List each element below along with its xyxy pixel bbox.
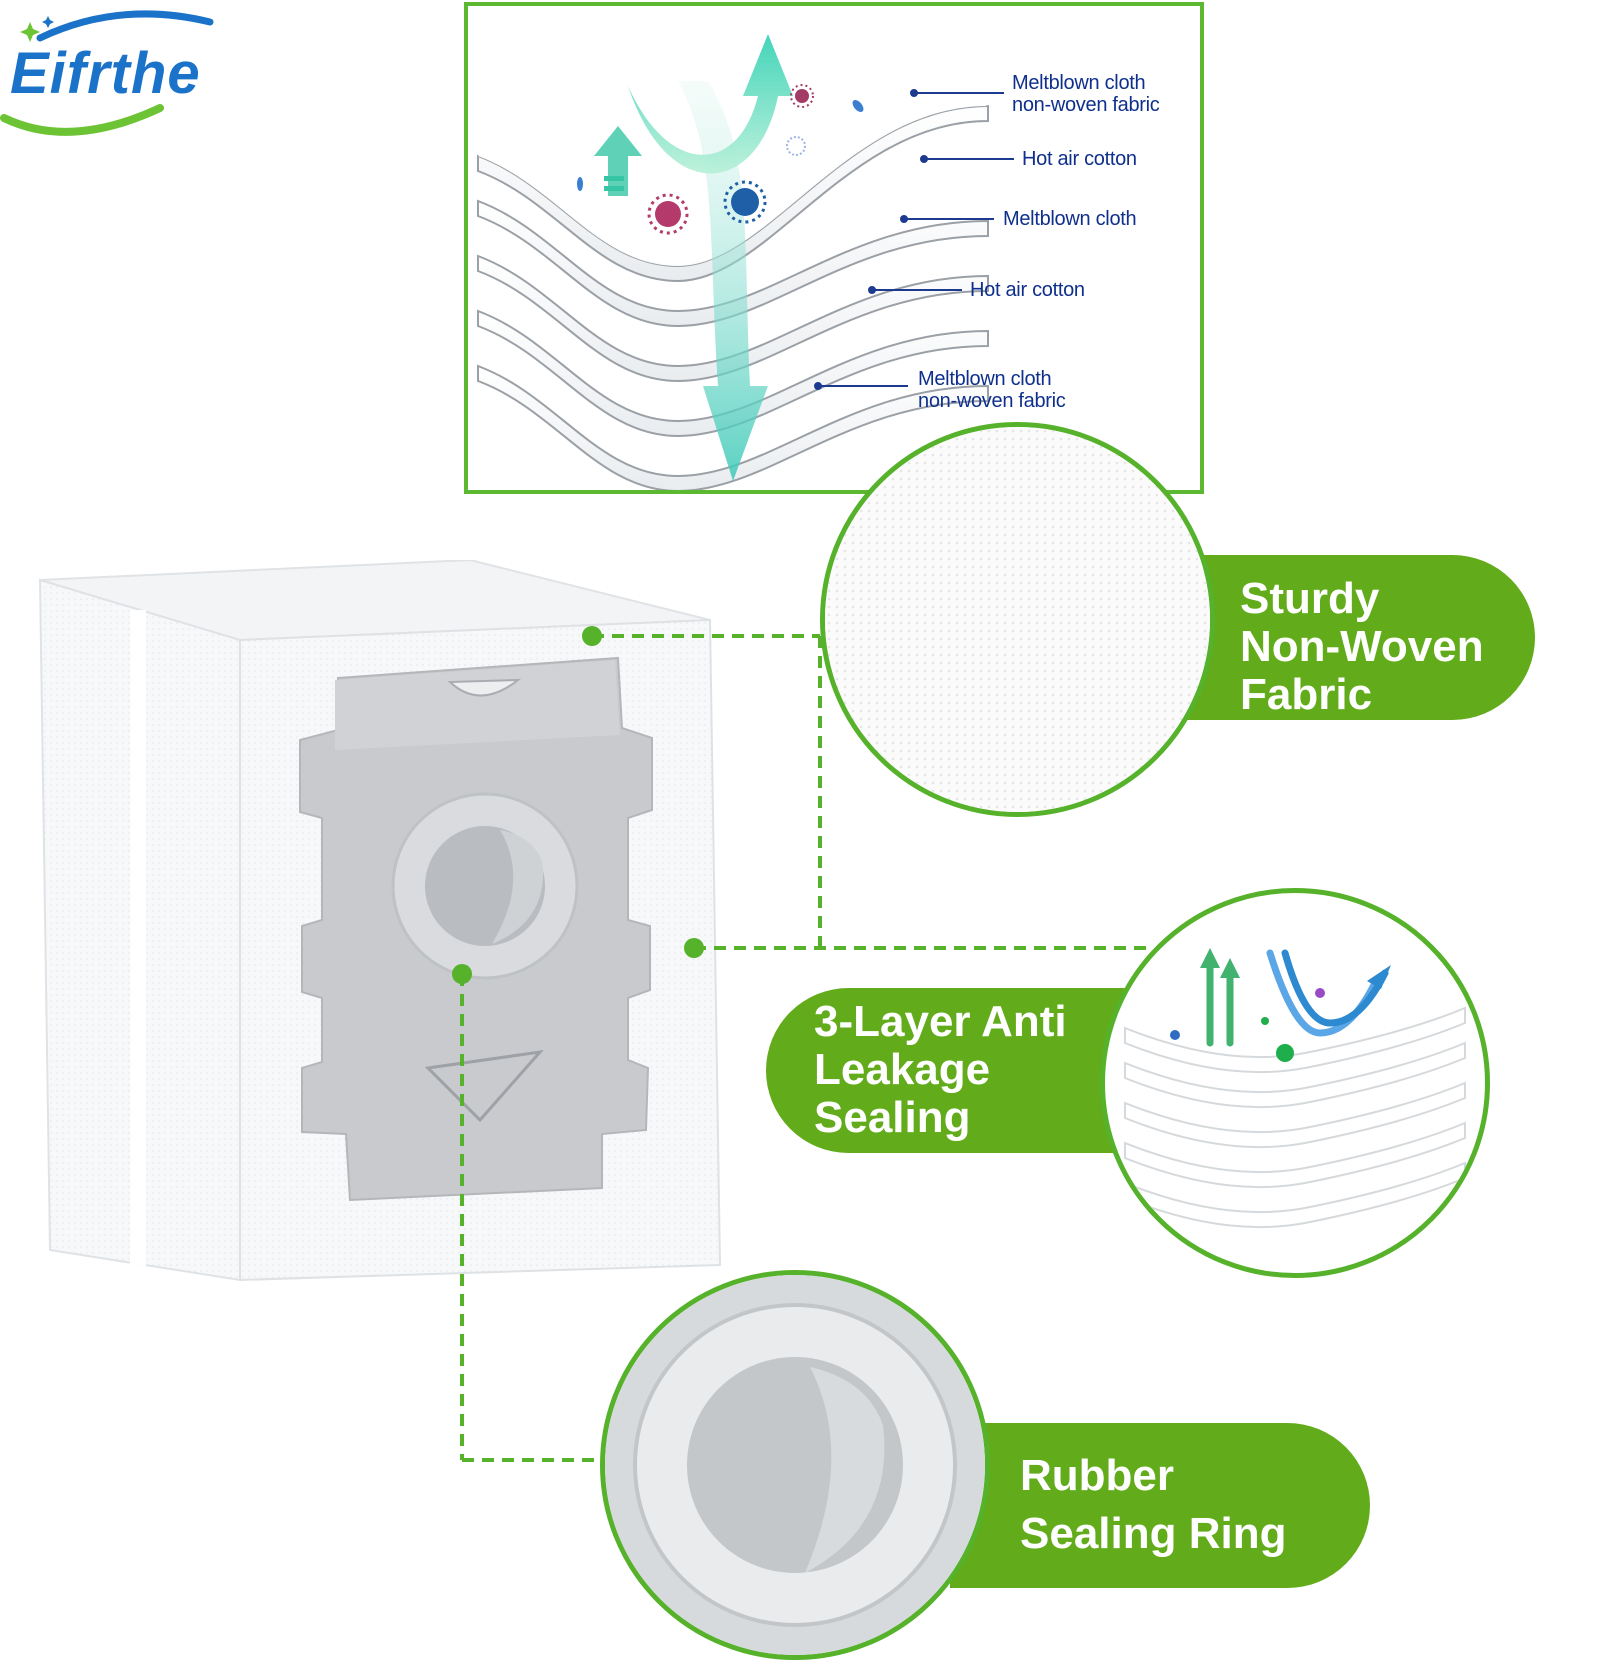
layer-label-4: Hot air cotton <box>970 279 1085 301</box>
callout-connectors <box>452 626 1150 1462</box>
callout-dot-fabric <box>582 626 602 646</box>
fabric-closeup-circle <box>820 422 1215 817</box>
callout-dot-ring <box>452 964 472 984</box>
layers-closeup-circle <box>1100 888 1490 1278</box>
bacteria-icon <box>1276 1044 1294 1062</box>
downward-air-arrow <box>678 81 768 481</box>
feature-label-ring: Rubber Sealing Ring <box>950 1423 1370 1588</box>
layer-stack-illustration <box>477 34 1014 490</box>
brand-swoosh-icon <box>0 10 214 136</box>
layer-label-3: Meltblown cloth <box>1003 208 1137 230</box>
dust-bag-product-image <box>30 558 750 1320</box>
layer-label-5: Meltblown cloth non-woven fabric <box>918 368 1066 412</box>
layer-label-2: Hot air cotton <box>1022 148 1137 170</box>
ring-closeup-circle <box>600 1270 990 1660</box>
filter-layer-diagram: Meltblown cloth non-woven fabric Hot air… <box>464 2 1204 494</box>
brand-name: Eifrthe <box>10 41 201 106</box>
brand-logo: Eifrthe <box>0 0 260 140</box>
layer-label-1: Meltblown cloth non-woven fabric <box>1012 72 1160 116</box>
upward-air-arrow <box>628 34 793 174</box>
bacteria-icon <box>577 84 864 235</box>
callout-dot-layers <box>684 938 704 958</box>
